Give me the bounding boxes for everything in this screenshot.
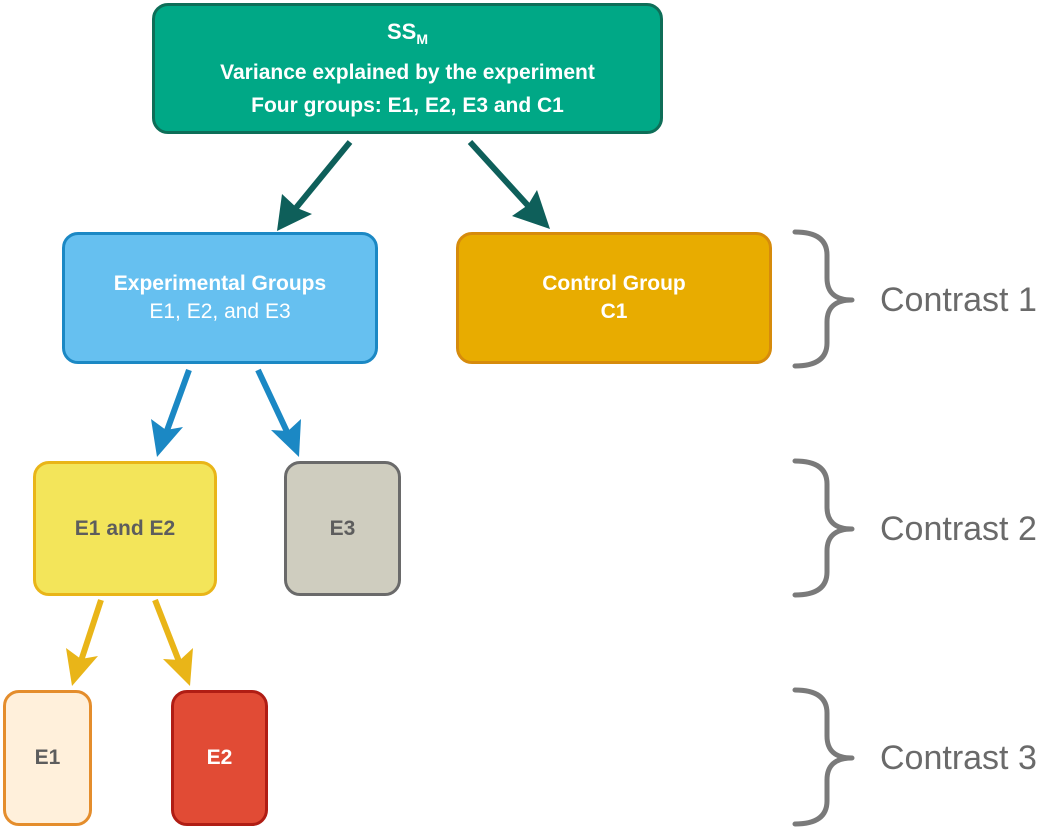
arrowhead-ssm-to-experimental: [277, 194, 312, 231]
e3-label: E3: [329, 516, 356, 540]
brace-contrast-2: [792, 458, 855, 598]
control-group-title: Control Group: [542, 272, 686, 295]
brace-contrast-1: [792, 229, 855, 369]
experimental-groups-members: E1, E2, and E3: [149, 300, 291, 323]
e1-label: E1: [34, 746, 61, 769]
arrow-e1e2-to-e2: [152, 598, 183, 666]
arrowhead-e1e2-to-e2: [163, 648, 193, 686]
arrowhead-experimental-to-e1e2: [151, 419, 183, 457]
arrow-e1e2-to-e1: [77, 599, 104, 665]
e1-e2-node: E1 and E2: [33, 461, 217, 596]
experimental-groups-node: Experimental Groups E1, E2, and E3: [62, 232, 378, 364]
arrowhead-ssm-to-control: [512, 190, 550, 229]
contrast-1-label: Contrast 1: [880, 281, 1037, 319]
e2-label: E2: [206, 746, 233, 769]
arrowhead-e1e2-to-e1: [66, 648, 98, 686]
ssm-title-main: SS: [386, 19, 417, 44]
control-group-members: C1: [600, 300, 628, 323]
arrow-ssm-to-experimental: [288, 140, 353, 216]
ssm-title: SSM: [387, 15, 428, 56]
ssm-description: Variance explained by the experiment: [220, 61, 595, 84]
brace-contrast-3: [792, 687, 855, 827]
contrast-3-label: Contrast 3: [880, 739, 1037, 777]
e1-node: E1: [3, 690, 92, 826]
arrowhead-experimental-to-e3: [271, 419, 301, 457]
ssm-title-subscript: M: [416, 31, 429, 47]
arrow-ssm-to-control: [467, 139, 535, 213]
e2-node: E2: [171, 690, 268, 826]
experimental-groups-title: Experimental Groups: [113, 272, 327, 295]
arrow-experimental-to-e1e2: [162, 368, 192, 438]
ssm-groups: Four groups: E1, E2, E3 and C1: [251, 94, 564, 117]
e3-node: E3: [284, 461, 401, 596]
ssm-node: SSM Variance explained by the experiment…: [152, 3, 663, 134]
contrast-2-label: Contrast 2: [880, 510, 1037, 548]
arrow-experimental-to-e3: [255, 368, 292, 438]
e1-e2-label: E1 and E2: [74, 516, 176, 540]
control-group-node: Control Group C1: [456, 232, 772, 364]
